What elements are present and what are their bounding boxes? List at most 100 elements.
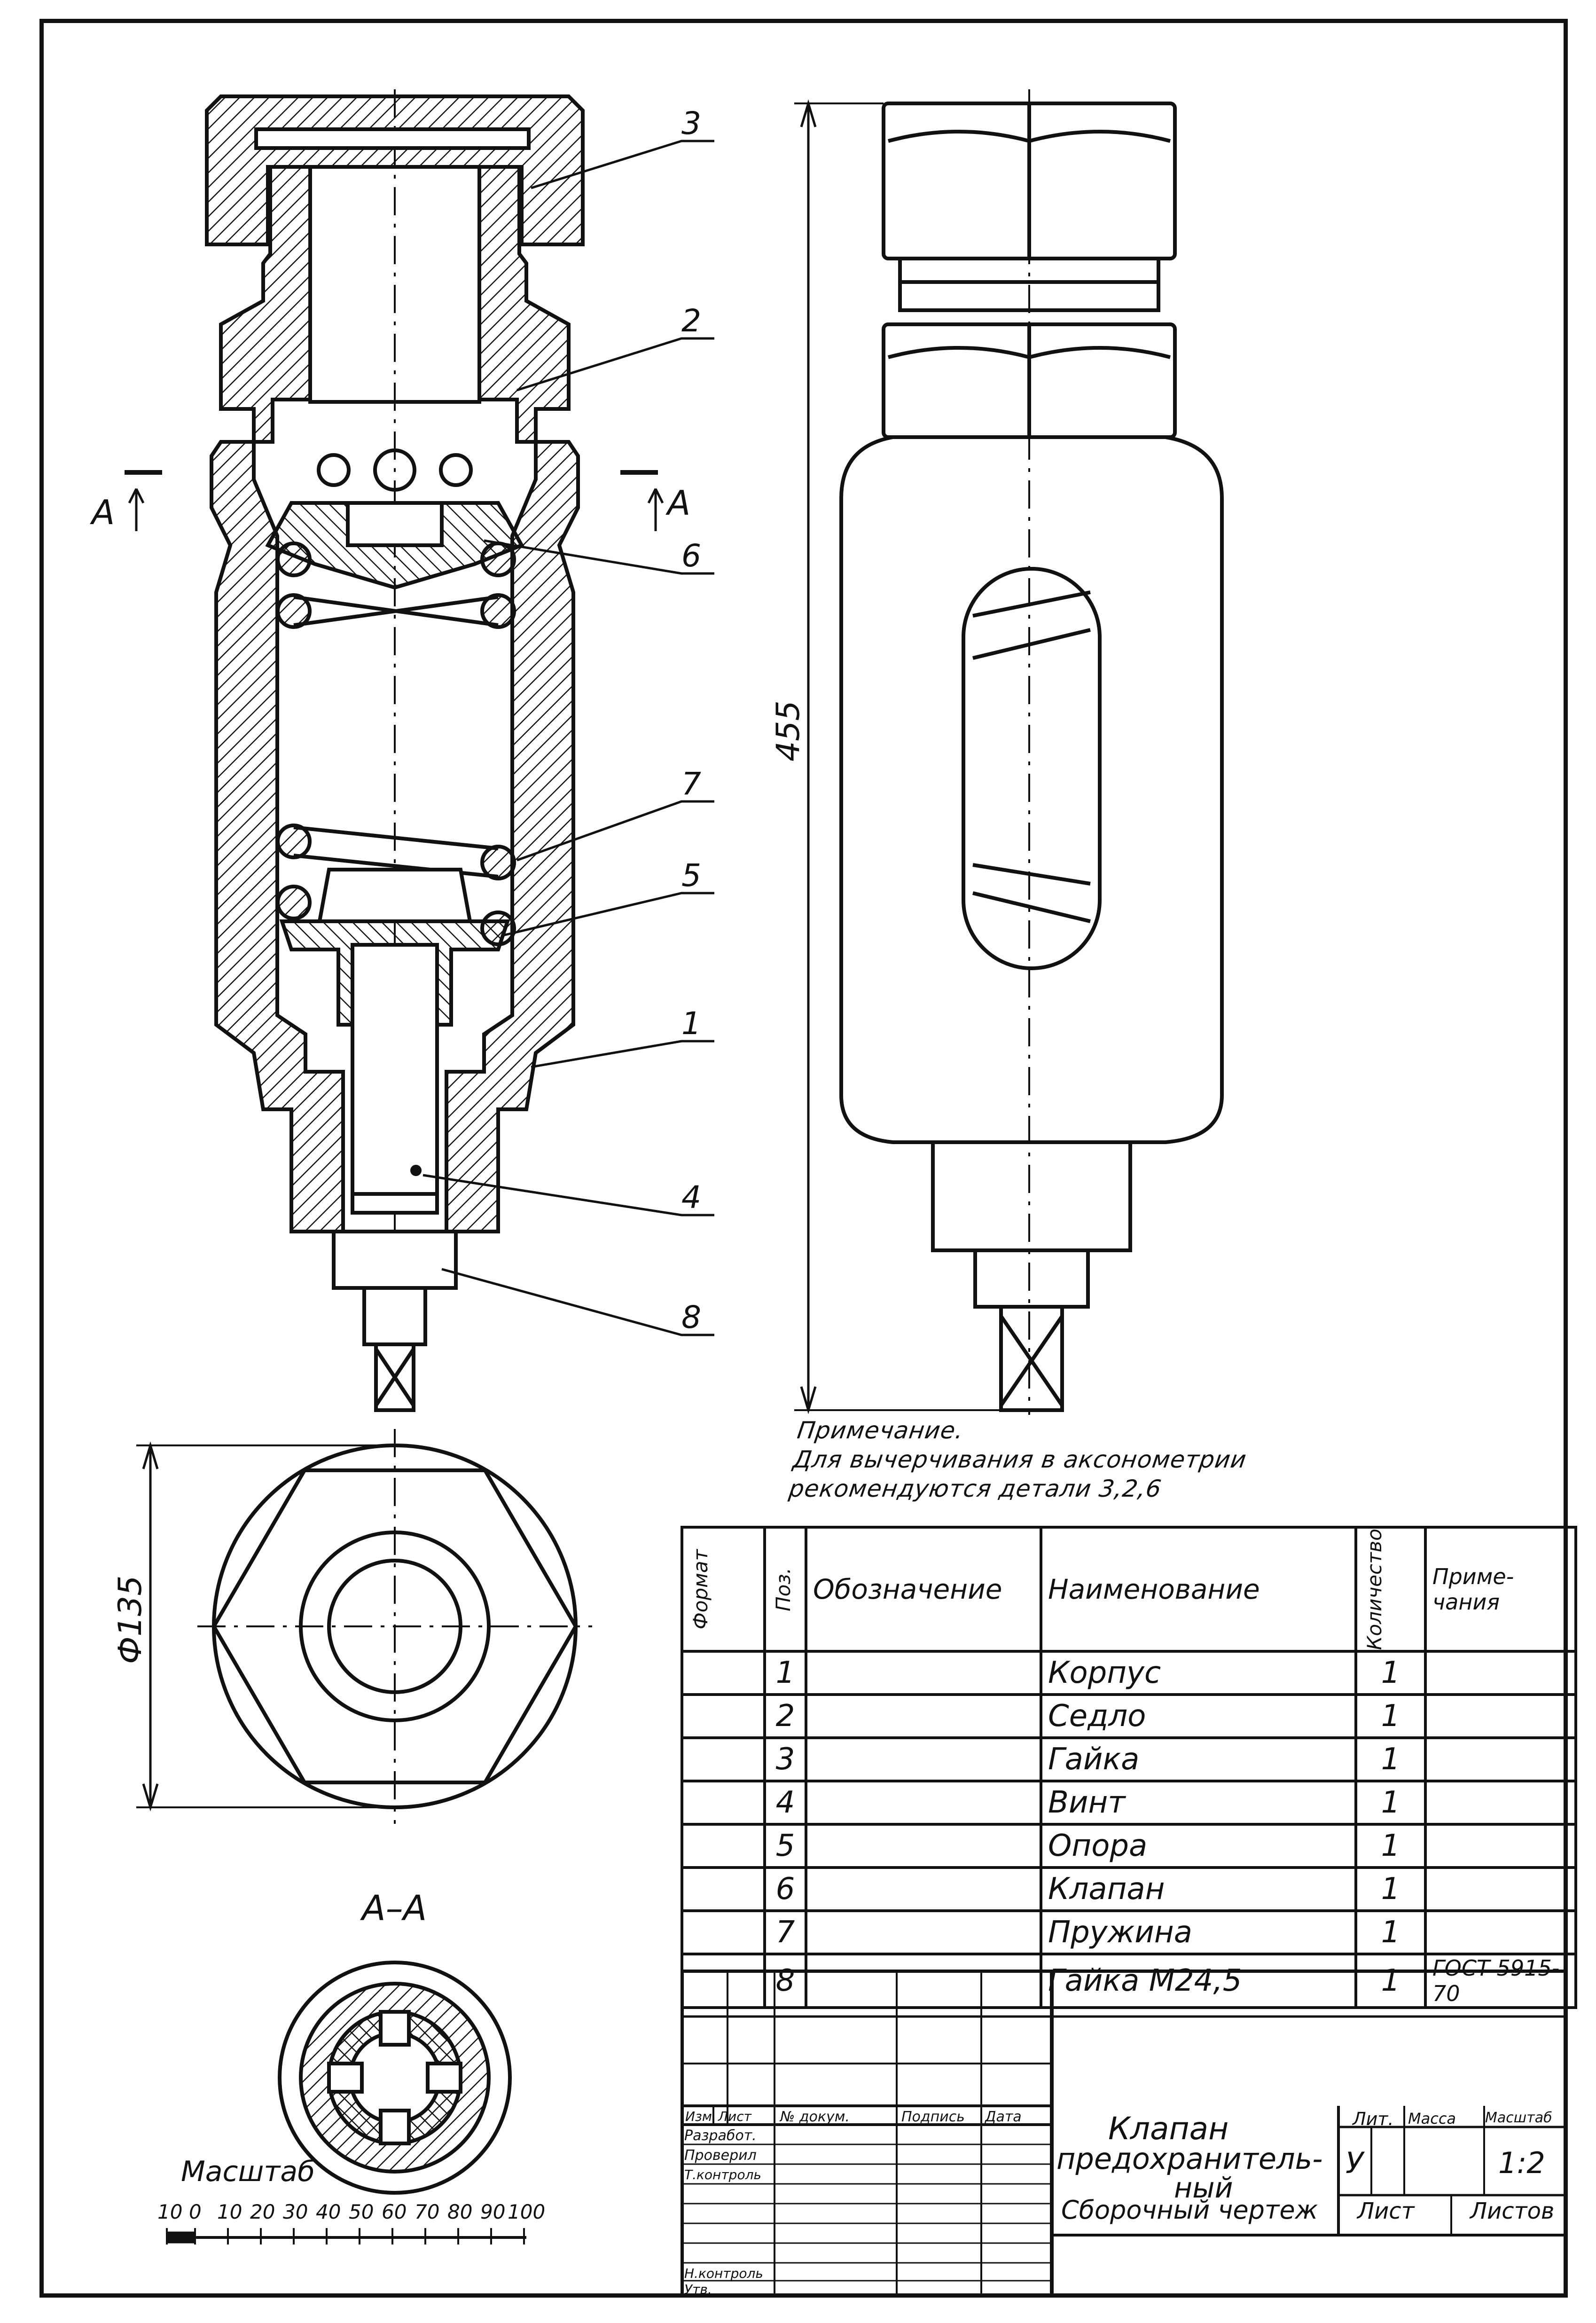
spec-header-row: Формат Поз. Обозначение Наименование Кол… <box>681 1525 1577 1653</box>
spec-cell-designation <box>805 1780 1042 1826</box>
spec-cell-pos: 2 <box>763 1693 807 1740</box>
tb-sheet-label: Лист <box>1357 2198 1415 2224</box>
spec-cell-qty: 1 <box>1354 1650 1427 1696</box>
tb-col-docnum: № докум. <box>780 2109 850 2125</box>
part-8-nut <box>332 1230 458 1290</box>
spec-cell-pos: 1 <box>763 1650 807 1696</box>
tb-title-line-1: Клапан <box>1108 2111 1229 2147</box>
tb-role-tcontrol: Т.контроль <box>684 2167 761 2182</box>
spec-cell-format <box>681 1693 766 1740</box>
spec-cell-qty: 1 <box>1354 1953 1427 2009</box>
svg-text:0: 0 <box>189 2200 202 2223</box>
tb-mass-label: Масса <box>1408 2110 1456 2127</box>
header-notes: Приме-чания <box>1424 1525 1577 1653</box>
tb-role-checked: Проверил <box>684 2147 757 2164</box>
spec-cell-note <box>1424 1693 1577 1740</box>
scale-ticks: 10 0 10 20 30 40 50 60 70 80 90 100 <box>157 2200 545 2223</box>
header-qty: Количество <box>1363 1529 1386 1650</box>
svg-text:10: 10 <box>157 2200 182 2223</box>
part-3-nut <box>205 94 585 246</box>
tb-col-list: Лист <box>718 2109 751 2124</box>
part-label-5: 5 <box>681 857 701 894</box>
svg-text:20: 20 <box>250 2200 275 2223</box>
svg-text:60: 60 <box>382 2200 407 2223</box>
spec-cell-name: Седло <box>1040 1693 1357 1740</box>
spec-cell-note <box>1424 1650 1577 1696</box>
top-view <box>136 1429 592 1824</box>
spec-cell-designation <box>805 1736 1042 1783</box>
tb-lit-label: Лит. <box>1353 2109 1394 2129</box>
front-view <box>794 89 1224 1415</box>
note-line-1: Для вычерчивания в аксонометрии <box>791 1446 1249 1473</box>
spec-cell-designation <box>805 1650 1042 1696</box>
part-labels: 3 2 6 7 5 1 4 8 A A <box>90 105 701 1335</box>
spec-cell-format <box>681 1866 766 1913</box>
spec-cell-format <box>681 1650 766 1696</box>
svg-text:70: 70 <box>415 2200 439 2223</box>
spec-cell-format <box>681 1780 766 1826</box>
svg-text:40: 40 <box>316 2200 341 2223</box>
tb-col-sign: Подпись <box>901 2109 965 2125</box>
part-4-screw <box>351 943 439 1215</box>
part-label-2: 2 <box>681 303 701 339</box>
svg-text:50: 50 <box>349 2200 374 2223</box>
section-mark-right: A <box>665 483 690 523</box>
tb-role-developed: Разработ. <box>684 2127 757 2144</box>
spec-cell-pos: 7 <box>763 1909 807 1956</box>
spec-cell-pos: 6 <box>763 1866 807 1913</box>
header-designation: Обозначение <box>805 1525 1042 1653</box>
tb-lit-value: У <box>1346 2146 1363 2180</box>
spec-cell-qty: 1 <box>1354 1736 1427 1783</box>
part-label-6: 6 <box>681 538 701 574</box>
spec-cell-name: Корпус <box>1040 1650 1357 1696</box>
scale-label: Масштаб <box>181 2155 315 2188</box>
tb-title-line-2: предохранитель- <box>1056 2142 1323 2176</box>
section-mark-left: A <box>90 493 115 532</box>
spec-cell-format <box>681 1909 766 1956</box>
front-body <box>839 435 1224 1144</box>
spec-cell-pos: 4 <box>763 1780 807 1826</box>
spec-cell-pos: 3 <box>763 1736 807 1783</box>
title-block-grid <box>681 1970 1568 2298</box>
drawing-note: Примечание. Для вычерчивания в аксономет… <box>787 1416 1252 1503</box>
tb-sheets-label: Листов <box>1470 2198 1555 2224</box>
spec-cell-qty: 1 <box>1354 1866 1427 1913</box>
spec-cell-name: Винт <box>1040 1780 1357 1826</box>
spec-cell-qty: 1 <box>1354 1823 1427 1869</box>
dim-height-value: 455 <box>770 700 807 761</box>
spec-cell-note: ГОСТ 5915-70 <box>1424 1953 1577 2009</box>
tb-col-date: Дата <box>985 2109 1022 2125</box>
svg-text:30: 30 <box>283 2200 308 2223</box>
scale-bar <box>166 2228 526 2245</box>
spec-cell-format <box>681 1736 766 1783</box>
spec-cell-note <box>1424 1823 1577 1869</box>
spec-cell-qty: 1 <box>1354 1909 1427 1956</box>
spec-cell-note <box>1424 1866 1577 1913</box>
svg-text:10: 10 <box>217 2200 242 2223</box>
spec-cell-pos: 5 <box>763 1823 807 1869</box>
sectional-view <box>125 89 714 1412</box>
tb-role-ncontrol: Н.контроль <box>684 2266 763 2281</box>
tb-role-approved: Утв. <box>684 2282 712 2297</box>
spec-cell-name: Гайка <box>1040 1736 1357 1783</box>
spec-cell-name: Пружина <box>1040 1909 1357 1956</box>
svg-text:100: 100 <box>508 2200 545 2223</box>
svg-text:90: 90 <box>480 2200 505 2223</box>
spec-cell-qty: 1 <box>1354 1693 1427 1740</box>
header-pos: Поз. <box>772 1567 795 1611</box>
spec-cell-name: Гайка М24,5 <box>1040 1953 1357 2009</box>
header-name: Наименование <box>1040 1525 1357 1653</box>
part-3-washer <box>254 127 531 150</box>
tb-scale-value: 1:2 <box>1498 2146 1545 2180</box>
part-label-7: 7 <box>681 766 701 802</box>
spec-cell-designation <box>805 1909 1042 1956</box>
